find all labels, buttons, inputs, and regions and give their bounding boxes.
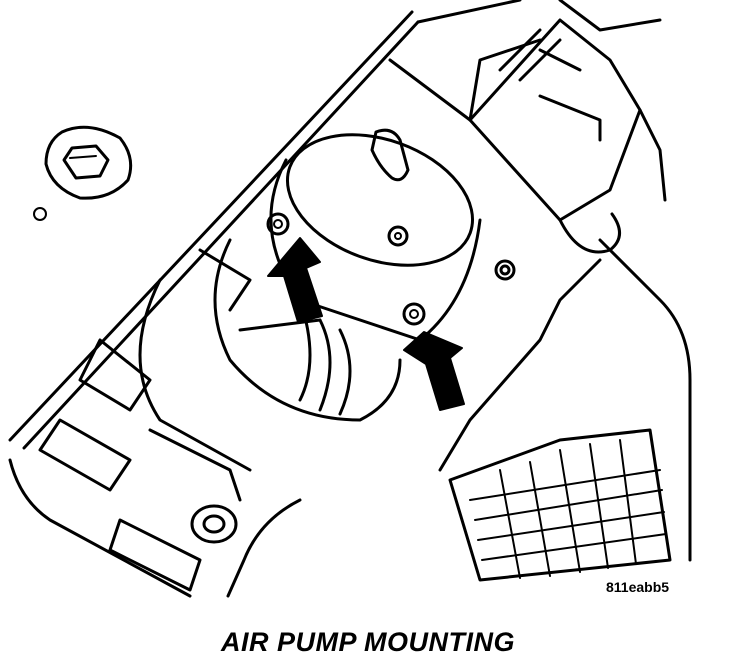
arrow-icon — [267, 237, 323, 323]
hose-fitting — [38, 248, 252, 592]
bolt-icon — [387, 225, 409, 247]
figure-caption: AIR PUMP MOUNTING — [221, 627, 515, 657]
small-washer — [33, 207, 47, 221]
upper-bracket — [388, 18, 642, 281]
air-pump-mounting-illustration — [8, 0, 692, 598]
figure-reference-code: 811eabb5 — [606, 579, 670, 595]
oil-pan-grid — [448, 428, 672, 582]
arrow-icon — [403, 331, 465, 411]
bolt-icon — [402, 302, 426, 326]
bolt-icon — [266, 212, 290, 236]
engine-frame-outline — [8, 0, 692, 598]
air-pump-body — [138, 128, 482, 472]
loose-bolt-icon — [44, 125, 133, 200]
